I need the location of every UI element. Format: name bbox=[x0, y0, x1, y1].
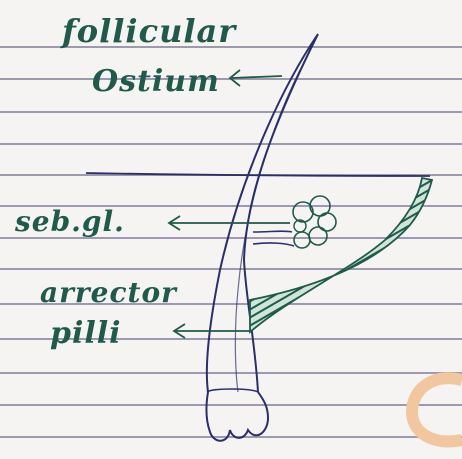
label-ostium: Ostium bbox=[92, 64, 220, 99]
arrow-seb-gl bbox=[169, 216, 290, 230]
sebaceous-gland bbox=[253, 196, 336, 248]
arrow-ostium bbox=[230, 70, 282, 86]
label-follicular: follicular bbox=[62, 12, 236, 50]
arrector-pili-muscle bbox=[250, 178, 432, 332]
label-pilli: pilli bbox=[50, 316, 122, 351]
arrow-pilli bbox=[174, 324, 252, 338]
label-seb-gl: seb.gl. bbox=[15, 205, 125, 238]
hair-bulb-base bbox=[207, 389, 258, 392]
label-arrector: arrector bbox=[40, 276, 177, 309]
orange-circle-mark bbox=[412, 378, 462, 441]
hair-follicle-outline bbox=[206, 34, 318, 441]
